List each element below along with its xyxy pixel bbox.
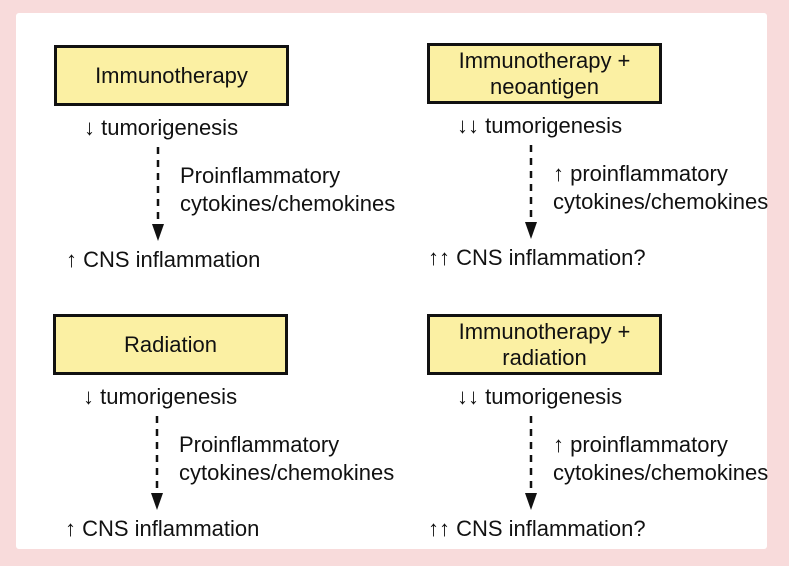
quadrant-immunotherapy-neoantigen: Immunotherapy + neoantigen ↓↓ tumorigene…	[427, 43, 777, 293]
outcome-text: ↑↑ CNS inflammation?	[428, 245, 646, 270]
quadrant-immunotherapy: Immunotherapy ↓ tumorigenesis Proinflamm…	[54, 45, 404, 295]
tumorigenesis-text: ↓ tumorigenesis	[83, 384, 238, 409]
dashed-down-arrow-icon	[151, 416, 163, 510]
quadrant-radiation: Radiation ↓ tumorigenesis Proinflammator…	[53, 314, 403, 564]
outcome-text: ↑ CNS inflammation	[65, 516, 260, 541]
arrowhead	[525, 222, 537, 239]
mediator-label: ↑ proinflammatory cytokines/chemokines	[553, 161, 769, 214]
treatment-box: Immunotherapy + radiation	[427, 314, 662, 375]
arrowhead	[152, 224, 164, 241]
treatment-box: Radiation	[53, 314, 288, 375]
mediator-label: ↑ proinflammatory cytokines/chemokines	[553, 432, 769, 485]
tumorigenesis-text: ↓↓ tumorigenesis	[457, 113, 623, 138]
arrowhead	[151, 493, 163, 510]
quadrant-immunotherapy-radiation: Immunotherapy + radiation ↓↓ tumorigenes…	[427, 314, 777, 564]
dashed-down-arrow-icon	[152, 147, 164, 241]
dashed-down-arrow-icon	[525, 416, 537, 510]
outcome-text: ↑ CNS inflammation	[66, 247, 261, 272]
outcome-text: ↑↑ CNS inflammation?	[428, 516, 646, 541]
dashed-down-arrow-icon	[525, 145, 537, 239]
treatment-box: Immunotherapy	[54, 45, 289, 106]
figure-panel: Immunotherapy ↓ tumorigenesis Proinflamm…	[16, 13, 768, 549]
treatment-box-label: Immunotherapy	[95, 62, 248, 88]
treatment-box-label: Radiation	[124, 331, 217, 357]
tumorigenesis-text: ↓ tumorigenesis	[84, 115, 239, 140]
tumorigenesis-text: ↓↓ tumorigenesis	[457, 384, 623, 409]
mediator-label: Proinflammatory cytokines/chemokines	[179, 432, 395, 485]
treatment-box-label: Immunotherapy + neoantigen	[458, 47, 631, 99]
arrowhead	[525, 493, 537, 510]
treatment-box: Immunotherapy + neoantigen	[427, 43, 662, 104]
treatment-box-label: Immunotherapy + radiation	[458, 318, 631, 370]
mediator-label: Proinflammatory cytokines/chemokines	[180, 163, 396, 216]
